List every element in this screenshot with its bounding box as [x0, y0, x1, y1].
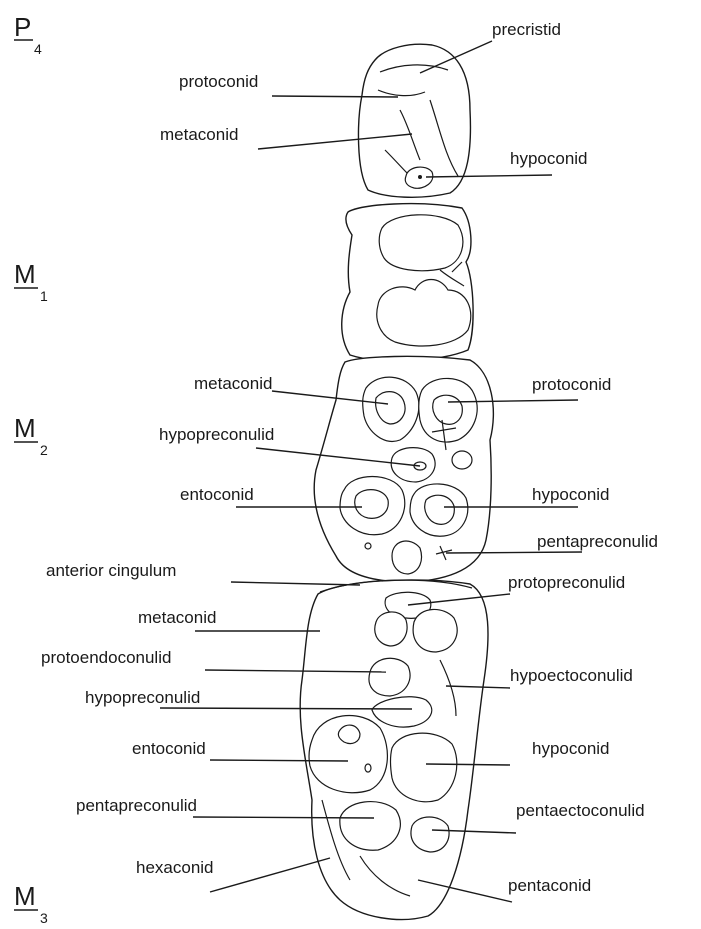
- label-anterior-cingulum: anterior cingulum: [46, 561, 176, 580]
- tooth-code-subscript: 2: [40, 442, 48, 458]
- m1-anterior-basin: [379, 215, 463, 271]
- label-protoendoconulid: protoendoconulid: [41, 648, 171, 667]
- label-protopreconulid: protopreconulid: [508, 573, 625, 592]
- label-pentapreconulid: pentapreconulid: [76, 796, 197, 815]
- tooth-code-letter: M: [14, 413, 36, 443]
- tooth-code-m3: M 3: [14, 881, 48, 926]
- label-hypoconid: hypoconid: [532, 739, 610, 758]
- tooth-code-subscript: 1: [40, 288, 48, 304]
- m2-posterior-conulid: [392, 541, 422, 574]
- tooth-m3-drawing: [300, 580, 488, 920]
- m3-pentaectoconulid-cusp: [411, 817, 449, 852]
- m3-anterior-conulid: [375, 612, 407, 646]
- label-entoconid: entoconid: [132, 739, 206, 758]
- tooth-code-m2: M 2: [14, 413, 48, 458]
- label-entoconid: entoconid: [180, 485, 254, 504]
- m3-entoconid-cusp: [309, 716, 387, 793]
- m3-anterior-conulid-b: [413, 609, 457, 652]
- label-hypoconid: hypoconid: [532, 485, 610, 504]
- leader-line: [426, 764, 510, 765]
- label-pentaectoconulid: pentaectoconulid: [516, 801, 645, 820]
- tooth-m1-drawing: [342, 204, 473, 361]
- m3-hypoconid-cusp: [391, 733, 457, 802]
- label-protoconid: protoconid: [532, 375, 611, 394]
- leader-line: [160, 708, 412, 709]
- leader-line: [210, 858, 330, 892]
- m2-protoconid-cusp: [419, 378, 477, 442]
- tooth-p4-drawing: [358, 44, 470, 197]
- label-pentaconid: pentaconid: [508, 876, 591, 895]
- leader-line: [210, 760, 348, 761]
- label-protoconid: protoconid: [179, 72, 258, 91]
- m2-entoconid-cusp: [340, 477, 405, 535]
- label-hypoconid: hypoconid: [510, 149, 588, 168]
- tooth-code-letter: M: [14, 881, 36, 911]
- label-metaconid: metaconid: [160, 125, 238, 144]
- leader-line: [446, 552, 582, 553]
- tooth-code-letter: M: [14, 259, 36, 289]
- tooth-m2-drawing: [314, 356, 493, 582]
- tooth-code-p4: P 4: [14, 12, 42, 57]
- label-metaconid: metaconid: [138, 608, 216, 627]
- leader-line: [272, 96, 398, 97]
- leader-line: [193, 817, 374, 818]
- label-hypopreconulid: hypopreconulid: [159, 425, 274, 444]
- p4-pit-dot: [418, 175, 422, 179]
- leader-line: [231, 582, 360, 585]
- m2-hypoconid-cusp: [410, 484, 468, 536]
- label-precristid: precristid: [492, 20, 561, 39]
- tooth-code-subscript: 4: [34, 41, 42, 57]
- label-hypoectoconulid: hypoectoconulid: [510, 666, 633, 685]
- label-pentapreconulid: pentapreconulid: [537, 532, 658, 551]
- tooth-code-subscript: 3: [40, 910, 48, 926]
- m2-small-conulid: [452, 451, 472, 469]
- label-hypopreconulid: hypopreconulid: [85, 688, 200, 707]
- tooth-code-m1: M 1: [14, 259, 48, 304]
- tooth-code-letter: P: [14, 12, 31, 42]
- label-metaconid: metaconid: [194, 374, 272, 393]
- label-hexaconid: hexaconid: [136, 858, 214, 877]
- m3-protoendoconulid-cusp: [369, 658, 410, 696]
